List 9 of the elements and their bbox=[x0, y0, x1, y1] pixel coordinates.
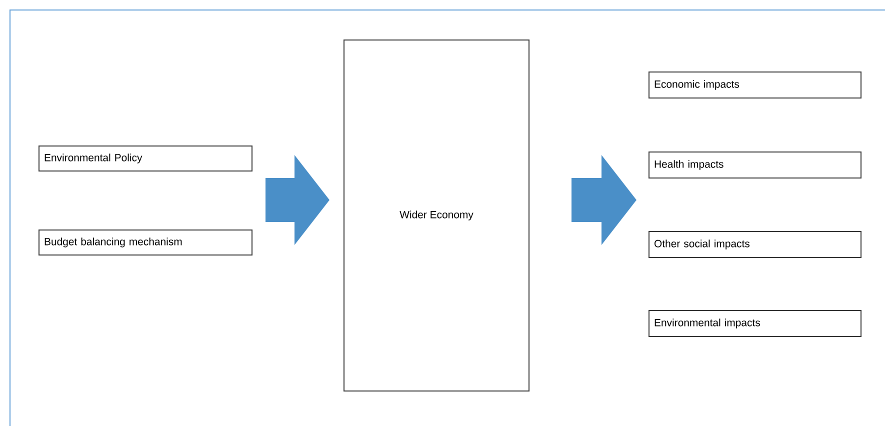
block-arrow bbox=[266, 155, 330, 245]
block-arrow bbox=[572, 155, 636, 245]
process-box: Wider Economy bbox=[344, 40, 530, 392]
text-box: Budget balancing mechanism bbox=[38, 230, 252, 256]
text-box: Environmental Policy bbox=[38, 146, 252, 172]
text-box: Environmental impacts bbox=[648, 310, 862, 337]
text-box: Economic impacts bbox=[648, 72, 862, 98]
text-box: Other social impacts bbox=[648, 231, 862, 258]
text-box: Health impacts bbox=[648, 152, 862, 178]
